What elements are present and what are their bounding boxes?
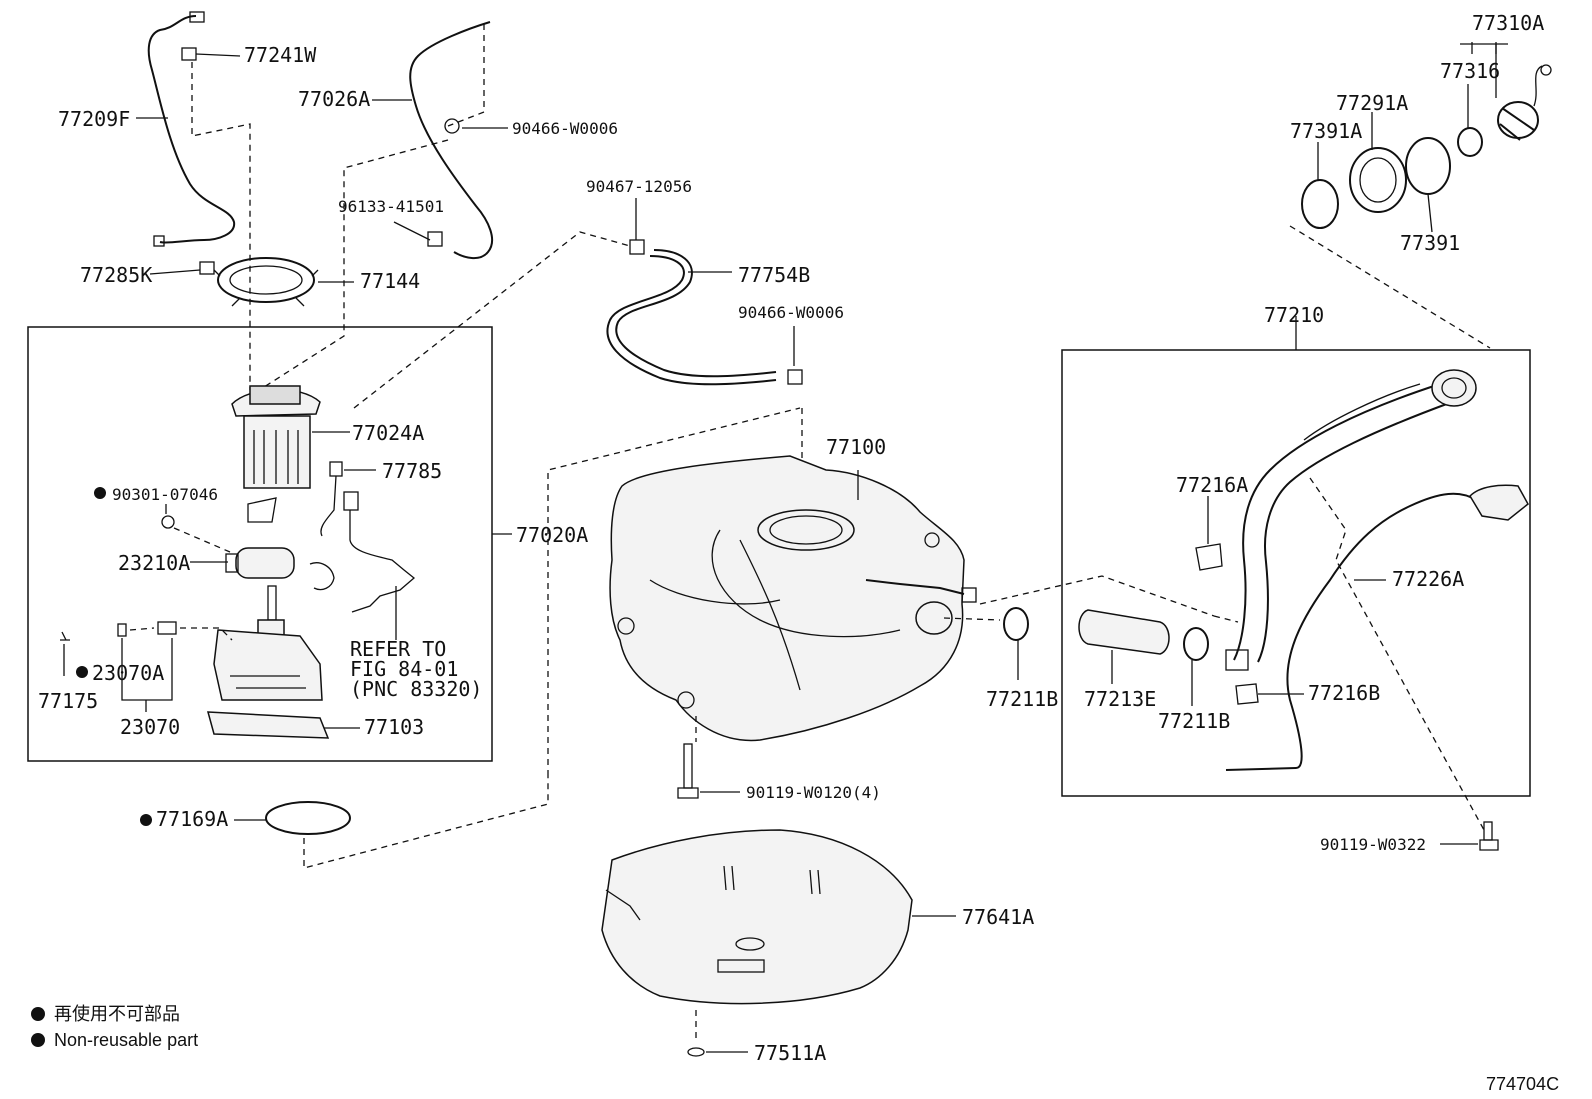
- o-ring-77391-shape: [1405, 137, 1451, 195]
- label-77291a: 77291A: [1336, 91, 1408, 115]
- fuel-pump-module: [60, 385, 512, 739]
- clamp-96133-shape: [427, 231, 443, 247]
- non-reusable-dot: [76, 666, 88, 678]
- label-77103: 77103: [364, 715, 424, 739]
- legend-text-en: Non-reusable part: [54, 1030, 198, 1050]
- label-77226a: 77226A: [1392, 567, 1464, 591]
- protector-77641a: [601, 829, 956, 1057]
- label-90119-w0120: 90119-W0120(4): [746, 783, 881, 802]
- cap-gasket-shape: [1457, 127, 1483, 157]
- clamp-90466-top-shape: [444, 118, 460, 134]
- o-ring-77391a-shape: [1301, 179, 1339, 229]
- label-90119-w0322: 90119-W0322: [1320, 835, 1426, 854]
- label-77026a: 77026A: [298, 87, 370, 111]
- clip-77241w-shape: [181, 47, 197, 61]
- refer-note-line1: REFER TO: [350, 637, 446, 661]
- label-77310a: 77310A: [1472, 11, 1544, 35]
- o-ring-90301-shape: [161, 515, 175, 529]
- harness-and-vent-group: [136, 11, 508, 397]
- label-77144: 77144: [360, 269, 420, 293]
- label-90467-12056: 90467-12056: [586, 177, 692, 196]
- label-77211b-left: 77211B: [986, 687, 1058, 711]
- fuel-tank-77100: [547, 407, 1215, 776]
- legend-dot-jp: [31, 1007, 45, 1021]
- label-77285k: 77285K: [80, 263, 152, 287]
- label-90466-w0006-mid: 90466-W0006: [738, 303, 844, 322]
- label-23070: 23070: [120, 715, 180, 739]
- label-77211b-right: 77211B: [1158, 709, 1230, 733]
- label-23210a: 23210A: [118, 551, 190, 575]
- fuel-cap-shape: [1497, 64, 1552, 141]
- fuel-pump-23210a-shape: [225, 547, 295, 579]
- label-77169a: 77169A: [156, 807, 228, 831]
- label-77216b: 77216B: [1308, 681, 1380, 705]
- label-77175: 77175: [38, 689, 98, 713]
- inlet-housing-shape: [1349, 147, 1407, 213]
- non-reusable-dot: [140, 814, 152, 826]
- legend-text-jp: 再使用不可部品: [54, 1004, 180, 1024]
- label-77241w: 77241W: [244, 43, 317, 67]
- label-77391: 77391: [1400, 231, 1460, 255]
- label-77511a: 77511A: [754, 1041, 826, 1065]
- fuel-pump-assembly-box: [27, 326, 493, 762]
- diagram-code: 774704C: [1486, 1074, 1559, 1094]
- label-96133-41501: 96133-41501: [338, 197, 444, 216]
- refer-note-line2: FIG 84-01: [350, 657, 458, 681]
- label-77100: 77100: [826, 435, 886, 459]
- filler-pipe-assembly: [1003, 316, 1529, 831]
- legend-dot-en: [31, 1033, 45, 1047]
- non-reusable-dot: [94, 487, 106, 499]
- retainer-ring-77144-shape: [213, 257, 319, 307]
- label-77210: 77210: [1264, 303, 1324, 327]
- label-77391a: 77391A: [1290, 119, 1362, 143]
- clip-77285k-shape: [199, 261, 215, 275]
- vent-hose-77754b: [353, 198, 803, 506]
- label-77785: 77785: [382, 459, 442, 483]
- label-23070a: 23070A: [92, 661, 164, 685]
- gasket-77169a: [140, 776, 549, 869]
- label-90301-07046: 90301-07046: [112, 485, 218, 504]
- label-77209f: 77209F: [58, 107, 130, 131]
- label-90466-w0006-top: 90466-W0006: [512, 119, 618, 138]
- refer-note-line3: (PNC 83320): [350, 677, 482, 701]
- label-77213e: 77213E: [1084, 687, 1156, 711]
- filter-77103-shape: [207, 711, 330, 739]
- label-77024a: 77024A: [352, 421, 424, 445]
- bolt-90119-w0120: [677, 743, 740, 799]
- pump-base-shape: [213, 585, 323, 701]
- label-77216a: 77216A: [1176, 473, 1248, 497]
- fuel-cap-group: [1289, 42, 1552, 349]
- label-77754b: 77754B: [738, 263, 810, 287]
- bolt-90119-w0322: [1440, 821, 1499, 851]
- label-77316: 77316: [1440, 59, 1500, 83]
- label-77020a: 77020A: [516, 523, 588, 547]
- label-77641a: 77641A: [962, 905, 1034, 929]
